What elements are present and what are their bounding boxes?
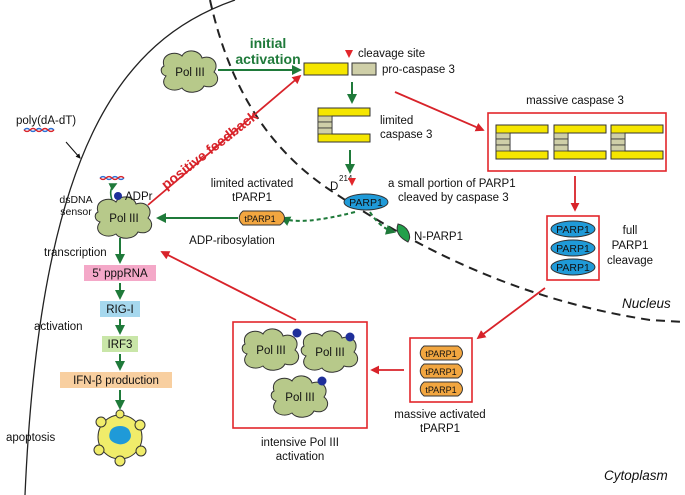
limited-tparp-line1: limited activated bbox=[211, 178, 293, 190]
limited-caspase-line2: caspase 3 bbox=[380, 129, 432, 141]
pppRNA-box bbox=[84, 265, 156, 281]
tparp1-limited-label: tPARP1 bbox=[244, 214, 275, 224]
pro-caspase-prodomain bbox=[351, 62, 377, 76]
pol3-intensive-3-adpr bbox=[317, 376, 327, 386]
poly-dadt-helix-b bbox=[23, 127, 55, 133]
ifnb-label: IFN-β production bbox=[73, 375, 159, 387]
d214-cleavage-marker bbox=[348, 178, 356, 186]
massive-tparp-line1: massive activated bbox=[394, 409, 485, 421]
massive-caspase-label: massive caspase 3 bbox=[526, 95, 624, 107]
tparp1-massive-1-label: tPARP1 bbox=[425, 349, 456, 359]
parp1-full-3-label: PARP1 bbox=[556, 262, 590, 274]
initial-activation-line1: initial bbox=[250, 35, 287, 51]
cell-membrane bbox=[24, 0, 236, 495]
cytoplasm-label: Cytoplasm bbox=[604, 468, 668, 483]
parp1-full-1 bbox=[550, 220, 596, 238]
limited-caspase-shape bbox=[317, 107, 371, 143]
intensive-pol3-box bbox=[232, 321, 368, 429]
pppRNA-label: 5' pppRNA bbox=[92, 268, 148, 280]
rigi-box bbox=[100, 301, 140, 317]
parp1-full-3 bbox=[550, 258, 596, 276]
tparp1-massive-stack bbox=[419, 345, 463, 397]
rigi-label: RIG-I bbox=[106, 304, 133, 316]
limited-tparp-line2: tPARP1 bbox=[232, 192, 272, 204]
small-portion-line1: a small portion of PARP1 bbox=[388, 178, 516, 190]
to-nparp-arrow bbox=[369, 211, 396, 235]
massive-tparp-line2: tPARP1 bbox=[420, 423, 460, 435]
d214-superscript: 214 bbox=[339, 174, 353, 183]
activation-label: activation bbox=[34, 321, 83, 333]
n-parp1-label: N-PARP1 bbox=[414, 231, 463, 243]
tparp1-massive-2-label: tPARP1 bbox=[425, 367, 456, 377]
massive-caspase-2 bbox=[553, 124, 607, 160]
cleavage-site-label: cleavage site bbox=[358, 48, 425, 60]
parp1-single bbox=[343, 193, 389, 211]
full-cleavage-line2: PARP1 bbox=[612, 240, 649, 252]
poly-dadt-helix-a bbox=[23, 127, 55, 133]
initial-activation-line2: activation bbox=[235, 51, 300, 67]
parp1-full-2 bbox=[550, 239, 596, 257]
pol3-intensive-2-label: Pol III bbox=[315, 347, 344, 359]
tparp1-massive-3-label: tPARP1 bbox=[425, 385, 456, 395]
poly-dadt-label: poly(dA-dT) bbox=[16, 115, 76, 127]
massive-caspase-3 bbox=[610, 124, 664, 160]
irf3-label: IRF3 bbox=[108, 339, 133, 351]
small-portion-line2: cleaved by caspase 3 bbox=[398, 192, 509, 204]
adp-ribosylation-label: ADP-ribosylation bbox=[189, 235, 275, 247]
to-massive-caspase-arrow bbox=[394, 91, 485, 132]
n-parp1-shape bbox=[396, 223, 411, 243]
massive-tparp-box bbox=[409, 337, 473, 403]
pol3-intensive-2-adpr bbox=[345, 332, 355, 342]
pro-caspase-yellow bbox=[303, 62, 349, 76]
intensive-to-pol3-arrow bbox=[160, 251, 297, 321]
pol3-intensive-3-label: Pol III bbox=[285, 392, 314, 404]
pol3-sensor-label: Pol III bbox=[109, 213, 138, 225]
pol3-intensive-1-adpr bbox=[292, 328, 302, 338]
tparp1-limited bbox=[238, 210, 285, 226]
apoptotic-cell bbox=[93, 409, 147, 467]
ifnb-box bbox=[60, 372, 172, 388]
parp1-single-label: PARP1 bbox=[349, 197, 383, 209]
to-limited-tparp-arrow bbox=[280, 211, 356, 226]
nuclear-envelope bbox=[209, 0, 685, 323]
pol3-intensive-1-label: Pol III bbox=[256, 345, 285, 357]
irf3-box bbox=[102, 336, 138, 352]
massive-caspase-box bbox=[487, 112, 667, 172]
full-cleavage-box bbox=[546, 215, 600, 281]
poly-dadt-arrow bbox=[65, 141, 81, 159]
adpr-dot bbox=[114, 192, 122, 200]
parp1-full-2-label: PARP1 bbox=[556, 243, 590, 255]
transcription-label: transcription bbox=[44, 247, 107, 259]
dsdna-sensor-line1: dsDNA bbox=[59, 194, 92, 206]
dsdna-sense-arrow bbox=[108, 183, 118, 201]
pol3-initial-label: Pol III bbox=[175, 67, 204, 79]
parp1-full-1-label: PARP1 bbox=[556, 224, 590, 236]
apoptosis-label: apoptosis bbox=[6, 432, 55, 444]
nucleus-label: Nucleus bbox=[622, 296, 671, 311]
intensive-pol3-line2: activation bbox=[276, 451, 325, 463]
pro-caspase-label: pro-caspase 3 bbox=[382, 64, 455, 76]
massive-caspase-1 bbox=[495, 124, 549, 160]
positive-feedback-arrow bbox=[147, 74, 302, 206]
adpr-label: ADPr bbox=[125, 191, 153, 203]
full-cleavage-line3: cleavage bbox=[607, 255, 653, 267]
full-cleavage-line1: full bbox=[623, 225, 638, 237]
to-massive-tparp-arrow bbox=[476, 287, 546, 340]
cleavage-site-marker bbox=[345, 50, 353, 58]
intensive-pol3-line1: intensive Pol III bbox=[261, 437, 339, 449]
dsdna-helix-b bbox=[99, 175, 125, 181]
limited-caspase-line1: limited bbox=[380, 115, 413, 127]
dsdna-sensor-line2: sensor bbox=[60, 206, 92, 218]
d214-label: D bbox=[330, 181, 338, 193]
